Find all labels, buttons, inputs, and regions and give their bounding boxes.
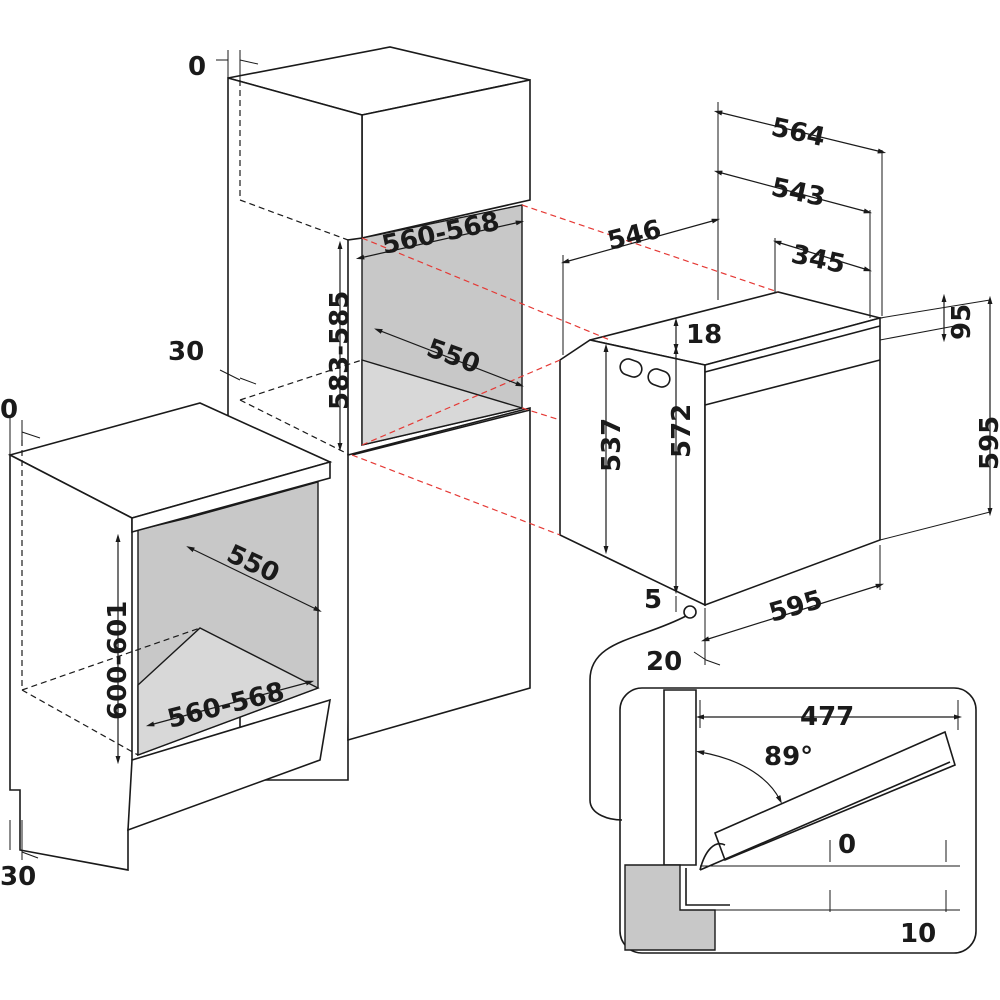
label-base-niche-height: 600-601	[103, 601, 133, 720]
label-oven-rear-offset: 345	[789, 240, 848, 281]
oven-body-side	[559, 339, 706, 607]
control-panel-bottom	[704, 359, 881, 406]
detail-cabinet-wall	[663, 689, 697, 866]
label-oven-depth-total: 564	[769, 113, 828, 154]
tall-shelf-edge	[351, 409, 531, 456]
vent-hole-left-icon	[619, 358, 643, 378]
oven-front	[704, 316, 881, 607]
vent-hole-right-icon	[647, 368, 671, 388]
detail-marker-icon	[683, 605, 697, 619]
detail-frame	[619, 687, 977, 954]
label-tall-rear-gap: 30	[168, 337, 204, 367]
control-panel-edge	[704, 325, 881, 373]
label-oven-depth-front: 543	[769, 173, 828, 214]
door-detail-callout	[589, 605, 977, 954]
base-hidden-edge-floor	[21, 627, 201, 691]
tall-hidden-edge-floor	[239, 359, 363, 401]
label-bottom-gap: 5	[644, 585, 662, 615]
label-door-gap-bottom: 10	[900, 919, 936, 949]
detail-hinge-profile	[685, 868, 730, 906]
label-body-height-inner: 537	[597, 418, 627, 472]
detail-hinge-curve	[699, 843, 726, 871]
label-base-rear-gap: 30	[0, 862, 36, 892]
label-front-thickness: 20	[646, 647, 682, 677]
base-cabinet-top-edge	[131, 460, 331, 534]
label-body-height: 572	[667, 404, 697, 458]
label-panel-height: 95	[947, 304, 977, 340]
label-door-gap-top: 0	[838, 830, 856, 860]
label-oven-height-total: 595	[975, 416, 1000, 470]
detail-door	[713, 730, 956, 862]
tall-hidden-edge-top	[239, 199, 349, 241]
label-door-angle: 89°	[764, 742, 813, 772]
detail-leader	[589, 615, 687, 821]
detail-door-edge	[699, 761, 951, 871]
label-base-top-gap: 0	[0, 395, 18, 425]
label-oven-width: 595	[766, 585, 826, 629]
label-panel-offset: 18	[686, 320, 722, 350]
base-cabinet	[7, 402, 333, 871]
detail-floor-block	[624, 864, 716, 951]
base-cabinet-side	[9, 453, 137, 871]
label-tall-niche-height: 583-585	[325, 291, 355, 410]
tall-hidden-edge-bottom	[239, 399, 351, 456]
label-tall-top-gap: 0	[188, 52, 206, 82]
tall-cabinet-lower-front	[347, 406, 531, 742]
label-door-clearance: 477	[800, 702, 854, 732]
oven	[559, 291, 884, 607]
dimension-lines	[9, 50, 993, 860]
